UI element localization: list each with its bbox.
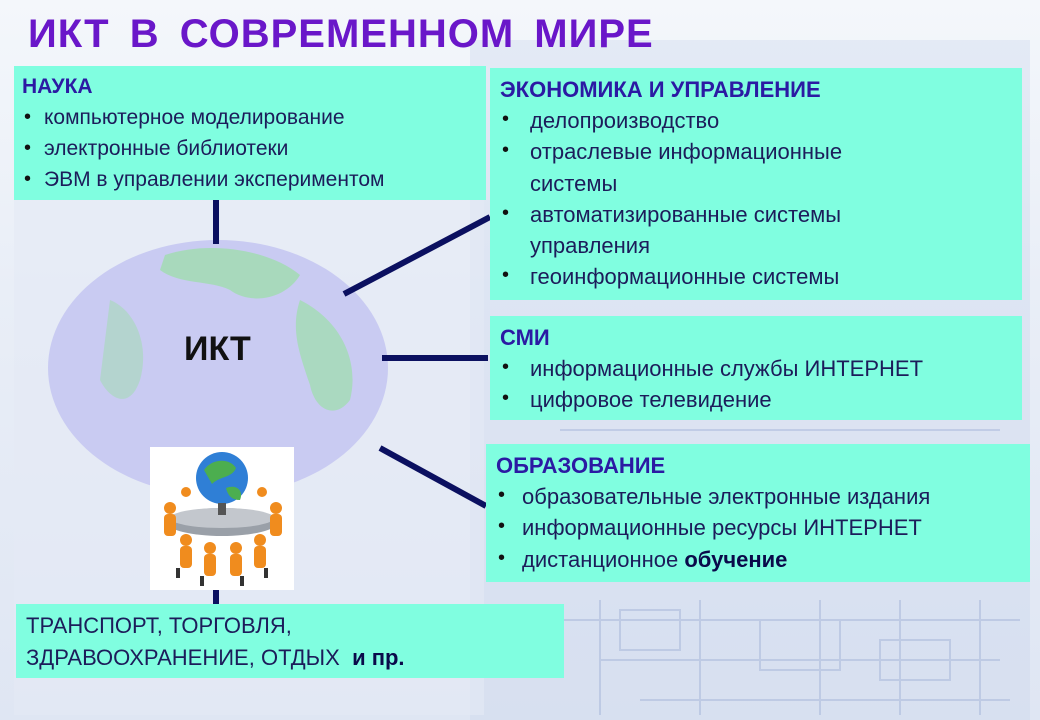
list-item: цифровое телевидение: [500, 384, 1012, 415]
globe-icon: [48, 240, 388, 496]
list-item: автоматизированные системы управления: [500, 199, 920, 261]
page-title: ИКТ В СОВРЕМЕННОМ МИРЕ: [28, 12, 654, 56]
bullet-list: образовательные электронные издания инфо…: [496, 481, 1020, 575]
list-item: образовательные электронные издания: [496, 481, 1020, 512]
list-item: отраслевые информационные системы: [500, 136, 910, 198]
transport-suffix: и пр.: [352, 644, 405, 670]
list-item: ЭВМ в управлении экспериментом: [22, 165, 478, 196]
list-item: дистанционное обучение: [496, 544, 1020, 575]
list-item: информационные службы ИНТЕРНЕТ: [500, 353, 1012, 384]
box-heading: ОБРАЗОВАНИЕ: [496, 453, 666, 478]
list-item: электронные библиотеки: [22, 134, 478, 165]
list-item: информационные ресурсы ИНТЕРНЕТ: [496, 512, 1020, 543]
center-label: ИКТ: [184, 330, 251, 368]
list-item: геоинформационные системы: [500, 261, 1012, 292]
box-heading: ЭКОНОМИКА И УПРАВЛЕНИЕ: [500, 77, 821, 102]
bold-word: обучение: [684, 546, 788, 572]
bullet-list: информационные службы ИНТЕРНЕТ цифровое …: [500, 353, 1012, 415]
list-item: делопроизводство: [500, 105, 1012, 136]
connector-economy: [342, 214, 492, 297]
box-nauka: НАУКА компьютерное моделирование электро…: [14, 66, 486, 200]
box-education: ОБРАЗОВАНИЕ образовательные электронные …: [486, 444, 1030, 582]
transport-line-2: ЗДРАВООХРАНЕНИЕ, ОТДЫХ и пр.: [26, 644, 405, 670]
transport-line-1: ТРАНСПОРТ, ТОРГОВЛЯ,: [26, 613, 292, 638]
box-transport: ТРАНСПОРТ, ТОРГОВЛЯ, ЗДРАВООХРАНЕНИЕ, ОТ…: [16, 604, 564, 678]
box-heading: СМИ: [500, 325, 550, 350]
box-smi: СМИ информационные службы ИНТЕРНЕТ цифро…: [490, 316, 1022, 420]
bullet-list: компьютерное моделирование электронные б…: [22, 103, 478, 196]
box-economy: ЭКОНОМИКА И УПРАВЛЕНИЕ делопроизводство …: [490, 68, 1022, 300]
box-heading: НАУКА: [22, 75, 93, 98]
list-item: компьютерное моделирование: [22, 103, 478, 134]
bullet-list: делопроизводство отраслевые информационн…: [500, 105, 1012, 292]
people-around-globe-icon: [150, 447, 294, 590]
connector-education: [378, 445, 488, 509]
